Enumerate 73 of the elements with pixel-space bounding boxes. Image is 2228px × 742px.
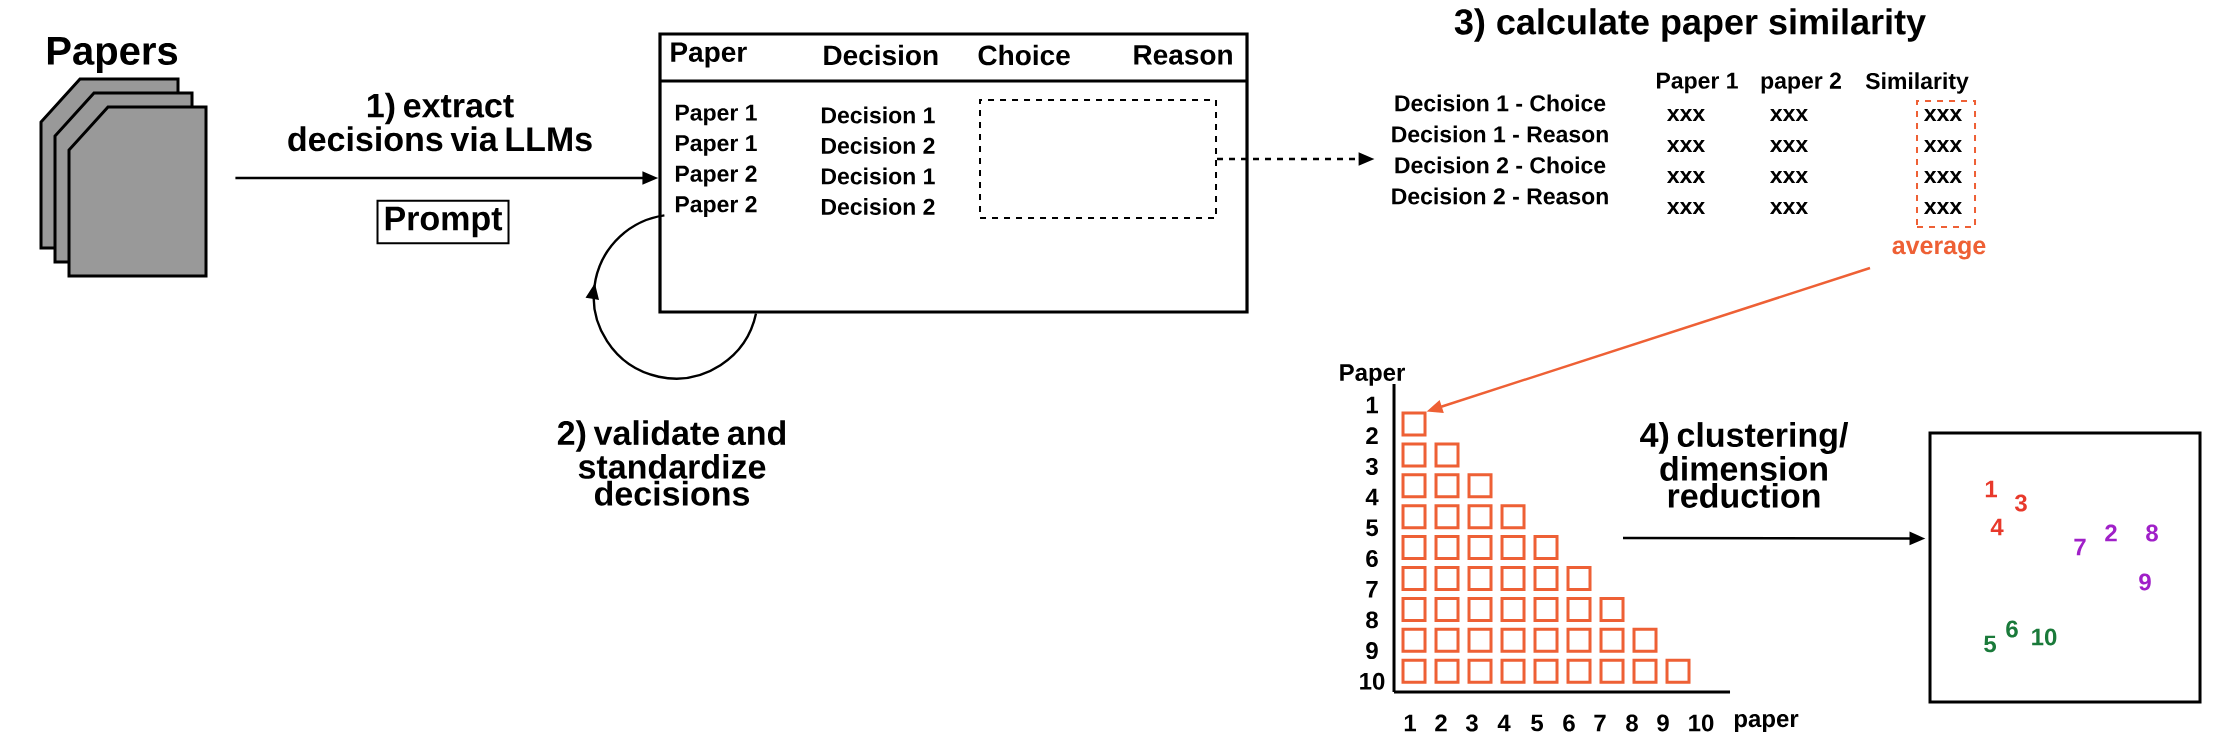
tick-label: 10: [1689, 714, 1714, 732]
column-header: Similarity: [1865, 72, 1969, 94]
prompt-box: Prompt: [376, 199, 510, 245]
tick-label: 7: [1366, 580, 1378, 598]
column-header: Paper: [671, 42, 747, 68]
tick-label: 1: [1366, 396, 1378, 414]
table-cell: xxx: [1667, 170, 1705, 184]
table-cell: Decision 2: [821, 137, 935, 154]
point-label: 10: [2032, 628, 2057, 646]
stack-heading: Papers: [47, 37, 178, 73]
tick-label: 4: [1365, 488, 1379, 506]
table-cell: xxx: [1770, 201, 1808, 215]
table-cell: xxx: [1667, 108, 1705, 122]
point-label: 8: [2146, 524, 2158, 542]
table-cell: Paper 2: [675, 165, 757, 187]
tick-label: 5: [1366, 519, 1378, 537]
table-cell: xxx: [1667, 139, 1705, 153]
point-label: 3: [2014, 494, 2027, 512]
table-cell: xxx: [1770, 139, 1808, 153]
point-label: 9: [2139, 573, 2151, 591]
row-label: Decision 2 - Choice: [1395, 156, 1606, 174]
axis-title: paper: [1734, 714, 1799, 732]
row-label: Decision 1 - Reason: [1392, 125, 1608, 143]
tick-label: 7: [1594, 714, 1606, 732]
tick-label: 1: [1404, 714, 1416, 732]
tick-label: 10: [1360, 672, 1385, 690]
average-label: average: [1892, 240, 1986, 260]
selection-box: [979, 99, 1217, 219]
point-label: 7: [2074, 538, 2086, 556]
table-cell: Decision 2: [821, 198, 935, 215]
table-cell: Paper 1: [675, 104, 757, 126]
table-cell: xxx: [1924, 139, 1962, 153]
row-label: Decision 1 - Choice: [1395, 94, 1606, 112]
tick-label: 6: [1563, 714, 1575, 732]
table-cell: Paper 2: [675, 196, 757, 217]
table-cell: xxx: [1770, 170, 1808, 184]
arrow: [585, 214, 758, 380]
tick-label: 3: [1365, 457, 1378, 475]
tick-label: 9: [1657, 714, 1669, 732]
point-label: 4: [1990, 518, 2004, 536]
column-header: Paper 1: [1657, 72, 1738, 94]
edge-label: 4) clustering/ dimension reduction: [1640, 422, 1849, 508]
column-header: paper 2: [1761, 72, 1841, 94]
matrix-cell: [1401, 411, 1427, 437]
table-cell: Decision 1: [821, 167, 935, 185]
table-cell: Decision 1: [821, 106, 935, 124]
tick-label: 6: [1366, 550, 1378, 567]
column-header: Decision: [824, 44, 938, 66]
tick-label: 3: [1465, 714, 1478, 732]
tick-label: 5: [1531, 714, 1543, 732]
table-cell: xxx: [1924, 170, 1962, 184]
tick-label: 8: [1626, 714, 1638, 732]
table-cell: xxx: [1924, 201, 1962, 215]
tick-label: 9: [1366, 642, 1378, 660]
axis-title: Paper: [1340, 364, 1405, 386]
table-cell: Paper 1: [675, 135, 757, 156]
table-cell: xxx: [1667, 201, 1705, 215]
step-heading: 3) calculate paper similarity: [1454, 8, 1926, 42]
tick-label: 4: [1497, 714, 1511, 732]
point-label: 5: [1984, 635, 1996, 653]
tick-label: 2: [1435, 714, 1447, 732]
point-label: 2: [2105, 524, 2117, 542]
edge-label: 1) extract decisions via LLMs: [288, 92, 592, 152]
tick-label: 2: [1366, 427, 1378, 445]
point-label: 1: [1985, 480, 1997, 498]
edge-label: 2) validate and standardize decisions: [557, 420, 786, 506]
column-header: Reason: [1134, 45, 1232, 65]
column-header: Choice: [978, 44, 1070, 66]
point-label: 6: [2006, 620, 2018, 638]
row-label: Decision 2 - Reason: [1392, 187, 1608, 205]
table-cell: xxx: [1924, 108, 1962, 122]
tick-label: 8: [1366, 611, 1378, 629]
table-cell: xxx: [1770, 108, 1808, 122]
